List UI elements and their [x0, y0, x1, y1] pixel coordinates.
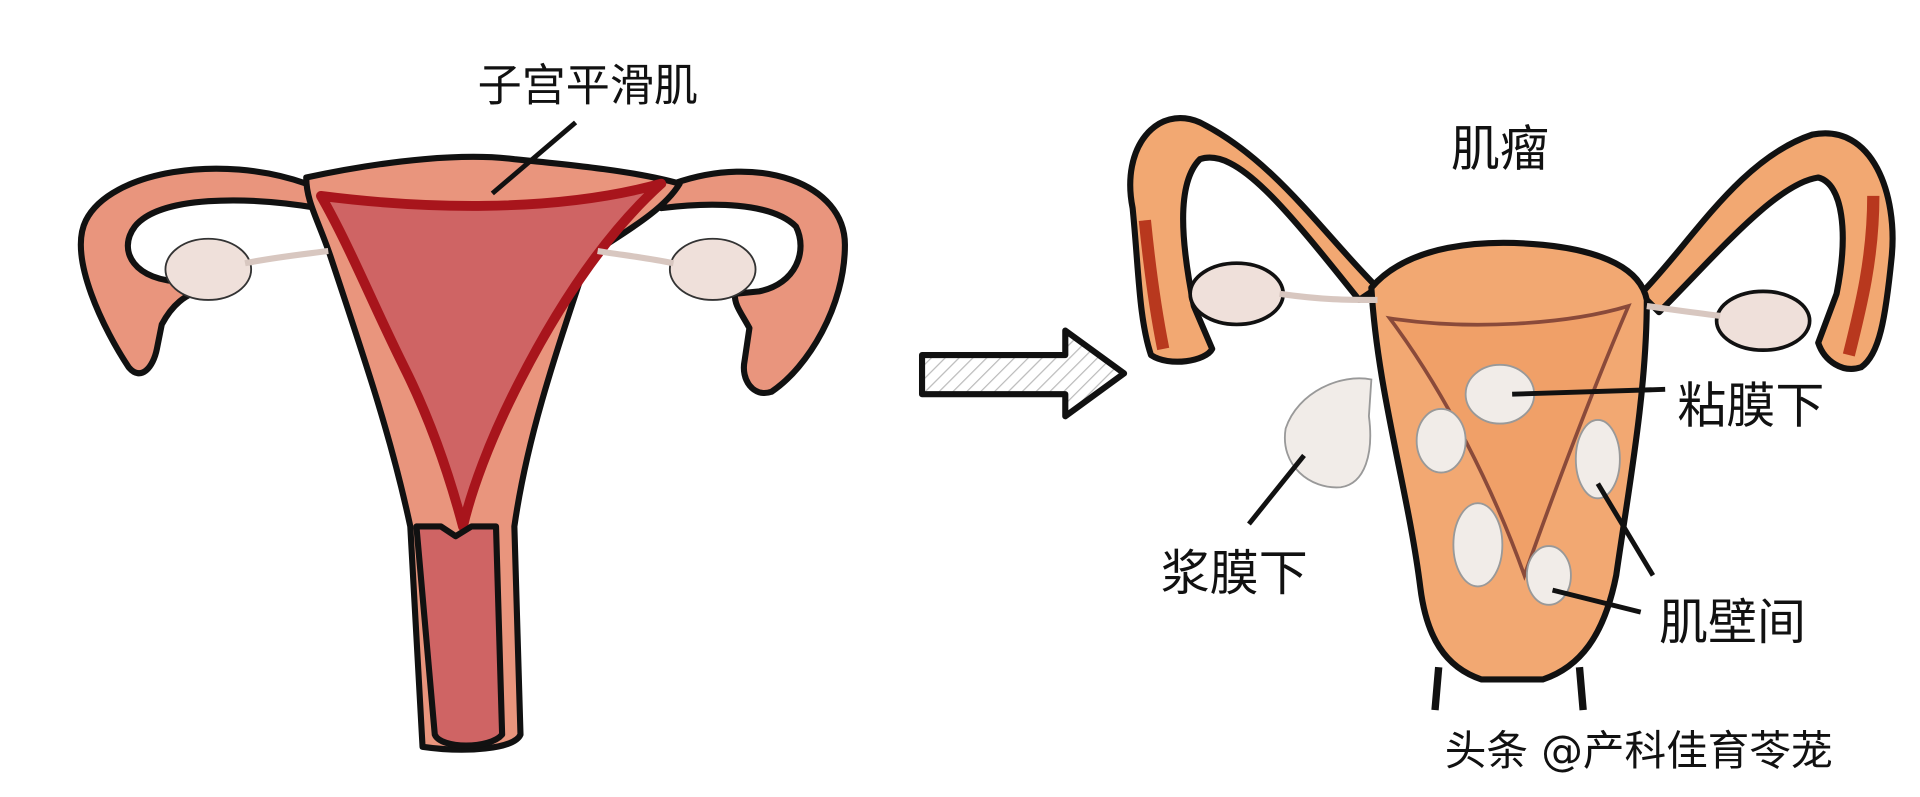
- right-ovarian-ligament: [597, 247, 675, 267]
- left-ovarian-ligament: [244, 247, 329, 267]
- left-ovary-fibroid: [1188, 261, 1286, 327]
- submucosal-leader: [1512, 386, 1666, 397]
- right-tube-fibroid: [1637, 130, 1896, 372]
- fibroid-uterus: 肌瘤 粘膜下 浆膜下 肌壁间: [1127, 115, 1896, 711]
- subserosal-fibroid: [1283, 377, 1373, 489]
- intramural-fibroid-3: [1574, 419, 1621, 500]
- cervical-canal: [413, 523, 506, 749]
- watermark: 头条 @产科佳育苓茏: [1445, 726, 1833, 775]
- intramural-fibroid-2: [1452, 502, 1504, 588]
- intramural-leader-1: [1595, 482, 1656, 577]
- right-ovary-fibroid: [1714, 289, 1812, 352]
- left-tube-fibroid: [1127, 115, 1381, 365]
- subserosal-label: 浆膜下: [1161, 545, 1308, 602]
- intramural-fibroid-1: [1415, 407, 1467, 474]
- fibroid-title: 肌瘤: [1451, 120, 1549, 177]
- left-leader-line: [490, 120, 578, 196]
- uterine-cavity: [316, 178, 667, 532]
- normal-uterus: 子宫平滑肌: [78, 60, 848, 753]
- arrow-icon: [918, 327, 1128, 420]
- intramural-leader-2: [1551, 587, 1642, 615]
- subserosal-leader: [1247, 453, 1306, 526]
- intramural-label: 肌壁间: [1659, 594, 1806, 651]
- intramural-fibroid-4: [1525, 545, 1572, 606]
- left-ovary: [164, 237, 253, 301]
- submucosal-label: 粘膜下: [1677, 377, 1824, 434]
- right-ovary: [668, 237, 757, 301]
- smooth-muscle-label: 子宫平滑肌: [478, 60, 698, 111]
- left-fallopian-tube: [78, 165, 322, 377]
- right-fallopian-tube: [658, 168, 848, 396]
